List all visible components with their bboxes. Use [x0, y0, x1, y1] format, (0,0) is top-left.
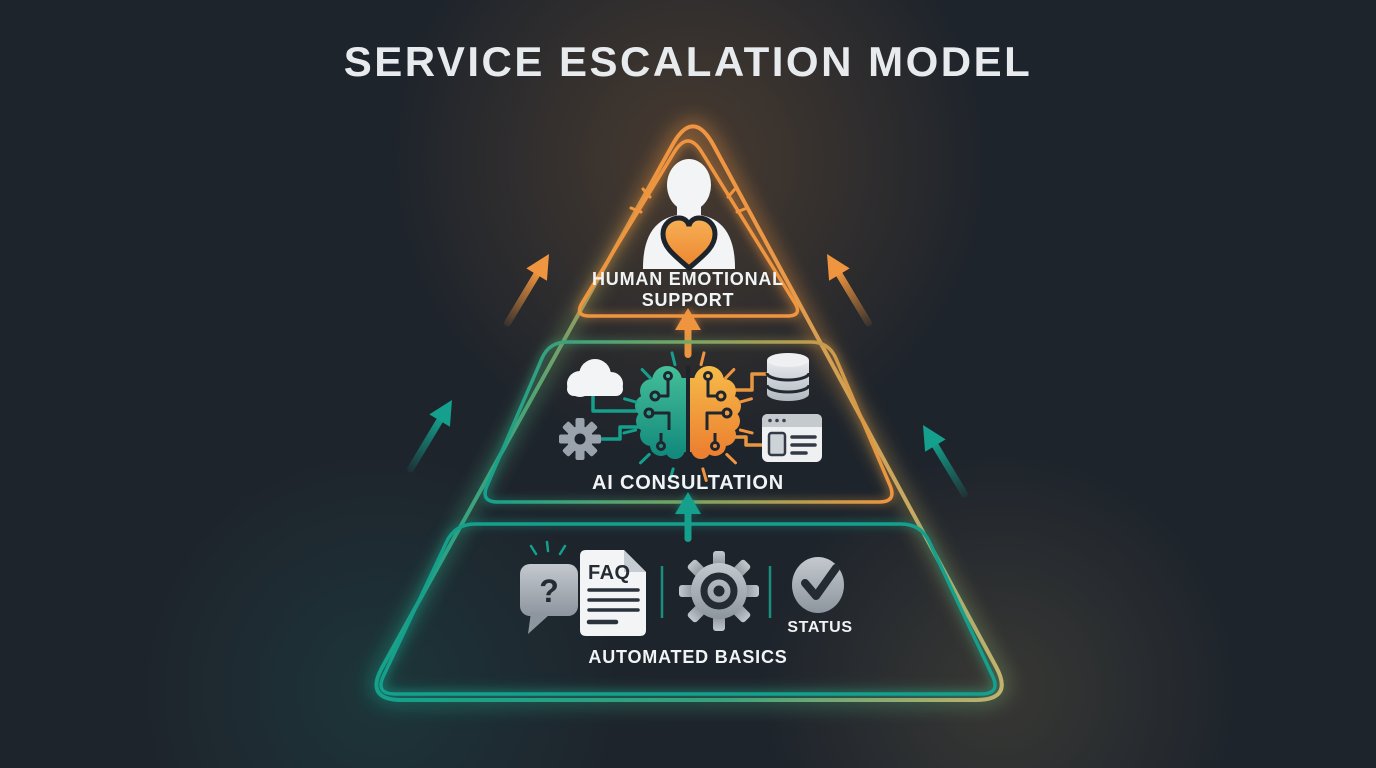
heart-shape: [660, 215, 718, 272]
tier-top: HUMAN EMOTIONAL SUPPORT: [575, 137, 802, 320]
bubble-sparkle-dashes: [529, 540, 567, 556]
ai-brain-circuit-icon: [622, 351, 754, 482]
left-teal-escalation-arrow: [407, 400, 452, 473]
tier-top-border: [577, 139, 800, 318]
faq-document-icon: FAQ: [580, 550, 646, 636]
tier-bottom: ? FAQ: [377, 520, 999, 698]
tier-middle-border: [483, 340, 894, 504]
gear-connector-line: [599, 425, 646, 441]
brain-left-lobe: [635, 366, 686, 459]
connector-lines: [591, 372, 768, 447]
cloud-connector-line: [591, 394, 645, 413]
status-check-icon: [792, 557, 844, 613]
faq-label: FAQ: [588, 562, 631, 584]
tier-top-label-line1: HUMAN EMOTIONAL: [592, 269, 784, 289]
database-connector-line: [729, 372, 768, 392]
gear-icon: [559, 418, 601, 460]
brain-circuit-traces: [643, 371, 733, 451]
tier-top-label-line2: SUPPORT: [642, 290, 735, 310]
status-label: STATUS: [787, 619, 852, 636]
question-chat-bubble-icon: ?: [520, 540, 578, 634]
right-orange-escalation-arrow: [827, 254, 872, 327]
browser-connector-line: [729, 435, 763, 447]
database-icon: [765, 353, 811, 401]
gear-icon-large: [679, 551, 759, 631]
heart-sparkle-dashes: [629, 187, 749, 214]
person-with-heart-icon: [629, 159, 749, 272]
tier-middle-label: AI CONSULTATION: [592, 472, 784, 494]
tier-middle: AI CONSULTATION: [481, 338, 896, 506]
left-orange-escalation-arrow: [504, 254, 549, 327]
page-title: SERVICE ESCALATION MODEL: [344, 38, 1033, 85]
right-teal-escalation-arrow: [923, 425, 968, 498]
brain-sparkle-dashes: [622, 351, 754, 482]
person-neck: [677, 198, 701, 216]
browser-window-icon: [762, 414, 822, 462]
tier-bottom-border: [379, 522, 997, 696]
outer-pyramid-outline: [370, 120, 1009, 707]
question-mark: ?: [539, 573, 559, 609]
tier-bottom-label: AUTOMATED BASICS: [588, 647, 787, 667]
cloud-icon: [567, 359, 623, 397]
